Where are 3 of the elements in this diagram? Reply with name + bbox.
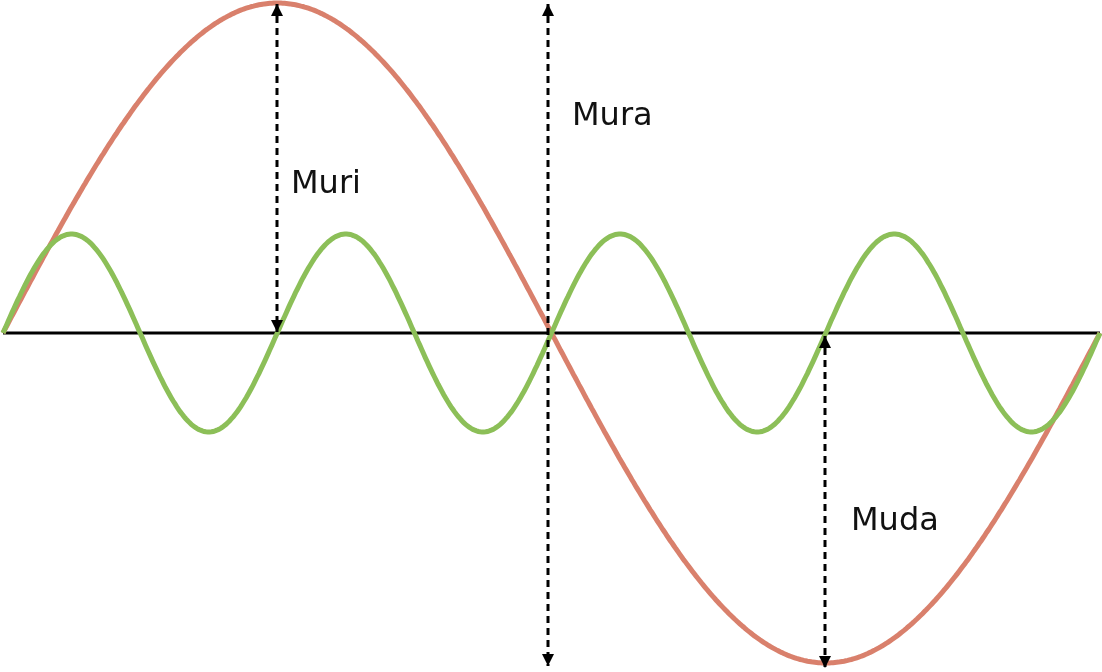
dimension-label: Mura bbox=[572, 98, 653, 130]
dimension-label: Muda bbox=[851, 503, 939, 535]
dimension-label: Muri bbox=[291, 166, 361, 198]
